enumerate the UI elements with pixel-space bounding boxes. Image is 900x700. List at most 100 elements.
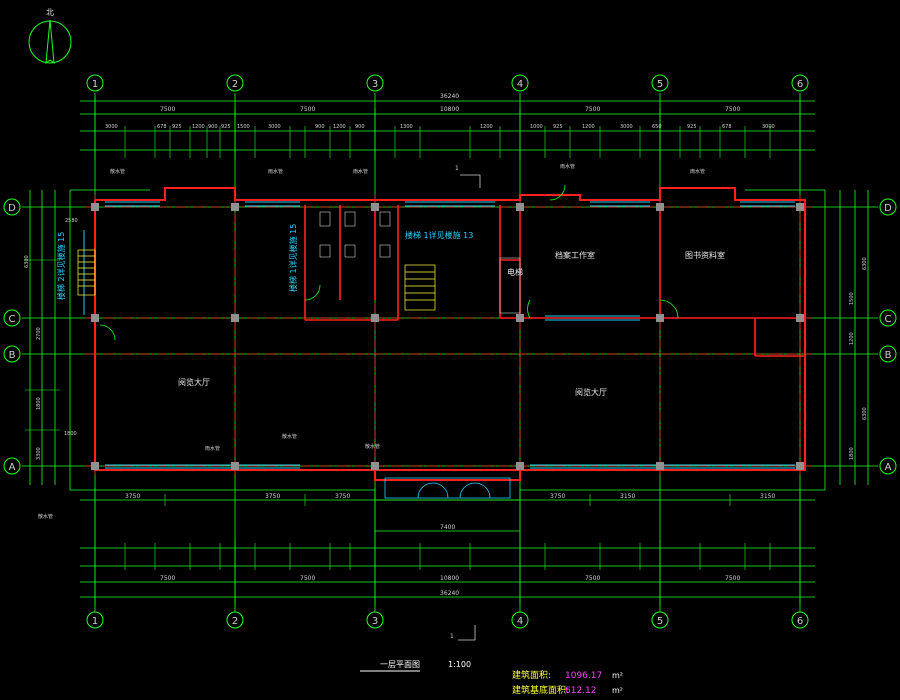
callout-drain-4: 散水管 xyxy=(38,513,53,520)
dim-bottom-major-4: 7500 xyxy=(585,575,600,582)
dim-top-minor-3: 925 xyxy=(172,124,182,130)
dim-top-major-3: 10800 xyxy=(440,106,459,113)
axis-label-3-top: 3 xyxy=(372,79,378,90)
dim-row-a-6: 3150 xyxy=(760,493,775,500)
dim-top-minor-4: 1200 xyxy=(192,124,205,130)
dim-top-minor-16: 1200 xyxy=(582,124,595,130)
dim-top-minor-5: 900 xyxy=(208,124,218,130)
stair-ref-left: 楼梯 2详见楼施 15 xyxy=(56,232,66,300)
dim-top-minor-11: 900 xyxy=(355,124,365,130)
dim-top-minor-6: 925 xyxy=(221,124,231,130)
dim-top-minor-17: 3000 xyxy=(620,124,633,130)
base-area-value: 612.12 xyxy=(565,686,597,696)
callout-rain-3: 雨水管 xyxy=(560,163,575,170)
dim-right-3: 6300 xyxy=(862,407,868,420)
dim-row-a-4: 3750 xyxy=(550,493,565,500)
dim-top-major-1: 7500 xyxy=(160,106,175,113)
dim-row-a-3: 3750 xyxy=(335,493,350,500)
stair-ref-mid: 楼梯 1详见楼施 15 xyxy=(288,224,298,292)
right-dimensions xyxy=(839,190,869,485)
axis-label-C-left: C xyxy=(9,314,16,325)
dim-top-minor-8: 3000 xyxy=(268,124,281,130)
dim-top-minor-10: 1200 xyxy=(333,124,346,130)
axis-label-1-bottom: 1 xyxy=(92,616,98,627)
top-dimensions xyxy=(80,97,815,160)
room-label-sw: 阅览大厅 xyxy=(178,377,210,387)
room-label-elevator: 电梯 xyxy=(507,267,523,277)
axis-label-6-top: 6 xyxy=(797,79,803,90)
dim-top-minor-9: 900 xyxy=(315,124,325,130)
axis-label-3-bottom: 3 xyxy=(372,616,378,627)
bottom-dimensions xyxy=(80,488,815,605)
axis-label-D-left: D xyxy=(8,203,16,214)
axis-bubbles-bottom: 1 2 3 4 5 6 xyxy=(86,611,809,629)
left-dimensions xyxy=(25,190,60,485)
callout-rain-4: 雨水管 xyxy=(690,168,705,175)
section-cut-top: 1 xyxy=(455,165,459,172)
axis-label-B-left: B xyxy=(9,350,16,361)
interior-doors xyxy=(99,184,679,341)
north-arrow-icon: 北 xyxy=(28,8,72,65)
drawing-title-block: 一层平面图 1:100 建筑面积: 1096.17 m² 建筑基底面积: 612… xyxy=(360,660,623,696)
area-label: 建筑面积: xyxy=(512,669,551,681)
axis-label-C-right: C xyxy=(885,314,892,325)
north-label: 北 xyxy=(46,8,54,17)
dim-top-major-2: 7500 xyxy=(300,106,315,113)
windows xyxy=(83,201,795,469)
dim-top-minor-21: 3000 xyxy=(762,124,775,130)
stair-left xyxy=(77,249,96,296)
dim-bottom-major-3: 10800 xyxy=(440,575,459,582)
axis-label-2-top: 2 xyxy=(232,79,238,90)
section-cut-bottom: 1 xyxy=(450,633,454,640)
axis-label-4-top: 4 xyxy=(517,79,523,90)
dim-top-major-5: 7500 xyxy=(725,106,740,113)
axis-label-1-top: 1 xyxy=(92,79,98,90)
dim-entrance: 7400 xyxy=(440,524,455,531)
dim-top-minor-20: 678 xyxy=(722,124,732,130)
stair-ref-right: 楼梯 1详见楼施 13 xyxy=(405,230,473,240)
dim-bottom-major-1: 7500 xyxy=(160,575,175,582)
interior-walls xyxy=(304,205,805,357)
dim-right-0: 6300 xyxy=(862,257,868,270)
dim-left-1: 6300 xyxy=(24,255,30,268)
room-label-mid-right: 档案工作室 xyxy=(555,250,595,260)
axis-bubbles-left: D C B A xyxy=(3,198,21,475)
callout-drain-3: 散水管 xyxy=(365,443,380,450)
axis-label-A-right: A xyxy=(885,462,892,473)
dim-top-minor-14: 1000 xyxy=(530,124,543,130)
dim-top-minor-18: 650 xyxy=(652,124,662,130)
drawing-scale: 1:100 xyxy=(448,660,471,669)
axis-label-2-bottom: 2 xyxy=(232,616,238,627)
dim-left-0: 2580 xyxy=(65,218,78,224)
exterior-walls xyxy=(94,187,806,481)
base-area-label: 建筑基底面积: xyxy=(512,684,569,696)
dim-left-3: 1800 xyxy=(36,397,42,410)
dim-top-minor-19: 925 xyxy=(687,124,697,130)
toilet-fixtures xyxy=(319,211,521,314)
axis-bubbles-right: D C B A xyxy=(879,198,897,475)
axis-bubbles-top: 1 2 3 4 5 6 xyxy=(86,74,809,92)
axis-label-6-bottom: 6 xyxy=(797,616,803,627)
entrance-doors xyxy=(384,477,511,499)
callout-rain-1: 雨水管 xyxy=(268,168,283,175)
area-unit: m² xyxy=(612,671,623,680)
dim-top-minor-12: 1300 xyxy=(400,124,413,130)
base-area-unit: m² xyxy=(612,686,623,695)
dim-row-a-2: 3750 xyxy=(265,493,280,500)
columns xyxy=(91,203,804,470)
dim-right-4: 1800 xyxy=(849,447,855,460)
axis-label-A-left: A xyxy=(9,462,16,473)
dim-total-top: 36240 xyxy=(440,93,459,100)
callout-rain-5: 雨水管 xyxy=(205,445,220,452)
dim-right-2: 1200 xyxy=(849,332,855,345)
dim-left-4: 3300 xyxy=(36,447,42,460)
dim-top-major-4: 7500 xyxy=(585,106,600,113)
dim-bottom-major-2: 7500 xyxy=(300,575,315,582)
dim-top-minor: 3000 678 925 1200 900 925 1500 3000 900 … xyxy=(105,124,775,130)
dim-bottom-major-5: 7500 xyxy=(725,575,740,582)
stair-right xyxy=(404,264,436,311)
room-label-ne: 图书资料室 xyxy=(685,250,725,260)
dim-left-2: 2700 xyxy=(36,327,42,340)
